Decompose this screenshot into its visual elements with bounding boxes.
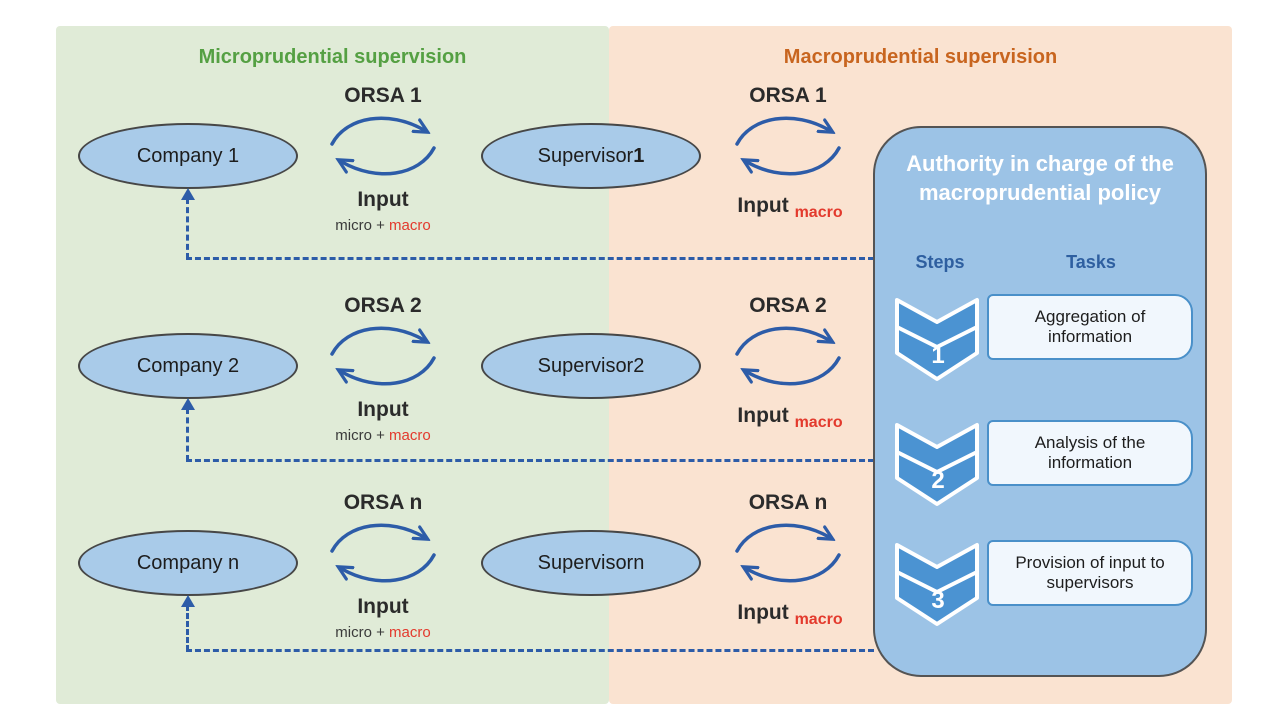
orsa-label: ORSA 1 xyxy=(749,84,827,107)
orsa-label: ORSA n xyxy=(748,491,828,514)
feedback-dashed-line xyxy=(186,605,189,651)
input-macro-text: macro xyxy=(389,427,431,444)
supervisor-label: Supervisor xyxy=(537,144,634,167)
company-ellipse: Company 1 xyxy=(78,123,298,189)
step-number: 2 xyxy=(931,467,944,494)
supervision-row-1: ORSA 1 ORSA 1 Company 1 Supervisor 1 Inp… xyxy=(0,76,1280,276)
task-box: Aggregation of information xyxy=(987,294,1193,360)
orsa-label: ORSA 2 xyxy=(344,294,422,317)
feedback-arrowhead-icon xyxy=(181,398,195,410)
feedback-dashed-line xyxy=(186,459,874,462)
supervisor-ellipse: Supervisor 1 xyxy=(481,123,701,189)
input-macro-text: macro xyxy=(389,624,431,641)
step-number: 1 xyxy=(931,342,944,369)
authority-box: Authority in charge of the macroprudenti… xyxy=(873,126,1207,677)
cycle-arrows-icon xyxy=(330,116,436,176)
task-box: Provision of input to supervisors xyxy=(987,540,1193,606)
task-box: Analysis of the information xyxy=(987,420,1193,486)
input-label: Input xyxy=(357,398,409,421)
feedback-dashed-line xyxy=(186,408,189,461)
tasks-column-header: Tasks xyxy=(1066,252,1116,272)
cycle-arrows-icon xyxy=(735,326,841,386)
authority-title: Authority in charge of the macroprudenti… xyxy=(906,151,1174,205)
cycle-arrows-icon xyxy=(330,523,436,583)
input-micro-text: micro + xyxy=(335,624,390,641)
supervisor-label: Supervisor xyxy=(537,354,634,377)
cycle-arrows-icon xyxy=(735,523,841,583)
input-macro-subscript: macro xyxy=(794,611,843,628)
supervisor-ellipse: Supervisor n xyxy=(481,530,701,596)
feedback-dashed-line xyxy=(186,649,874,652)
input-macro-label: Input macro xyxy=(700,404,880,432)
input-label: Input xyxy=(357,595,409,618)
input-macro-subscript: macro xyxy=(794,204,843,221)
orsa-label: ORSA 1 xyxy=(344,84,422,107)
supervisor-number: 1 xyxy=(633,144,645,167)
input-sublabel: micro + macro xyxy=(303,217,463,234)
steps-column-header: Steps xyxy=(915,252,965,272)
step-chevron-icon: 1 xyxy=(895,298,979,381)
input-macro-label: Input macro xyxy=(700,194,880,222)
step-chevron-icon: 2 xyxy=(895,423,979,506)
feedback-arrowhead-icon xyxy=(181,595,195,607)
cycle-arrows-icon xyxy=(735,116,841,176)
step-chevron-icon: 3 xyxy=(895,543,979,626)
input-label: Input xyxy=(737,601,789,624)
input-micro-text: micro + xyxy=(335,217,390,234)
feedback-dashed-line xyxy=(186,257,874,260)
input-macro-label: Input macro xyxy=(700,601,880,629)
supervisor-number: 2 xyxy=(633,354,645,377)
microprudential-title: Microprudential supervision xyxy=(198,46,467,68)
macroprudential-title: Macroprudential supervision xyxy=(783,46,1058,68)
input-label: Input xyxy=(357,188,409,211)
feedback-arrowhead-icon xyxy=(181,188,195,200)
input-macro-text: macro xyxy=(389,217,431,234)
supervisor-label: Supervisor xyxy=(537,551,634,574)
supervision-row-n: ORSA n ORSA n Company n Supervisor n Inp… xyxy=(0,483,1280,683)
input-micro-text: micro + xyxy=(335,427,390,444)
supervisor-ellipse: Supervisor 2 xyxy=(481,333,701,399)
supervision-row-2: ORSA 2 ORSA 2 Company 2 Supervisor 2 Inp… xyxy=(0,286,1280,486)
input-sublabel: micro + macro xyxy=(303,427,463,444)
input-label: Input xyxy=(737,194,789,217)
input-label: Input xyxy=(737,404,789,427)
step-number: 3 xyxy=(931,587,944,614)
company-ellipse: Company 2 xyxy=(78,333,298,399)
company-label: Company 1 xyxy=(136,144,240,167)
input-macro-subscript: macro xyxy=(794,414,843,431)
orsa-label: ORSA 2 xyxy=(749,294,827,317)
feedback-dashed-line xyxy=(186,198,189,259)
company-label: Company n xyxy=(136,551,240,574)
company-ellipse: Company n xyxy=(78,530,298,596)
company-label: Company 2 xyxy=(136,354,240,377)
input-sublabel: micro + macro xyxy=(303,624,463,641)
supervisor-number: n xyxy=(633,551,645,574)
cycle-arrows-icon xyxy=(330,326,436,386)
orsa-label: ORSA n xyxy=(343,491,423,514)
